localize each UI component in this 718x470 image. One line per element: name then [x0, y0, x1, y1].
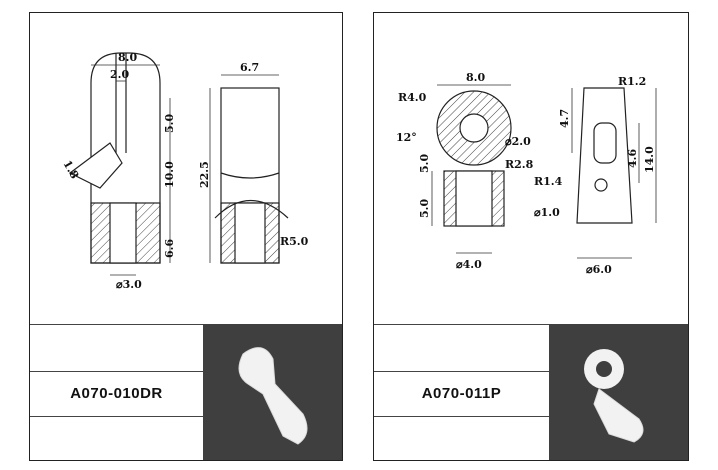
- product-photo: [203, 324, 342, 460]
- dim-side-height: 22.5: [198, 161, 211, 188]
- dim-w-total: 8.0: [466, 71, 485, 84]
- dim-side-h-total: 14.0: [643, 146, 656, 173]
- side-view: [214, 87, 289, 264]
- technical-drawing: 8.0 R4.0 12° ⌀2.0 R2.8 5.0 5.0 ⌀4.0 R1.2…: [396, 71, 657, 276]
- technical-drawing: 8.0 2.0 1.8 5.0 10.0 6.6 ⌀3.0 6.7 22.5 R…: [60, 51, 309, 291]
- dim-h-body: 5.0: [418, 199, 431, 218]
- dim-r-inner: R2.8: [505, 158, 534, 171]
- dim-h-mid: 10.0: [163, 161, 176, 188]
- dimension-lines: [91, 64, 279, 276]
- dim-side-h2: 4.6: [626, 149, 639, 168]
- table-line: [30, 324, 342, 325]
- table-line: [30, 416, 203, 417]
- dim-dia-hole: ⌀3.0: [116, 278, 142, 291]
- dim-radius: R5.0: [280, 235, 309, 248]
- dim-gap: 1.8: [60, 158, 81, 181]
- table-line: [30, 371, 203, 372]
- dim-w-total: 8.0: [118, 51, 137, 64]
- front-view: [68, 52, 161, 264]
- table-line: [374, 324, 688, 325]
- spec-sheet-a070-010dr: 8.0 2.0 1.8 5.0 10.0 6.6 ⌀3.0 6.7 22.5 R…: [29, 12, 343, 461]
- table-line: [374, 371, 549, 372]
- dim-dia-inner: ⌀2.0: [505, 135, 531, 148]
- dim-angle: 12°: [396, 131, 417, 144]
- dim-r-outer: R4.0: [398, 91, 427, 104]
- dim-side-r: R1.2: [618, 75, 646, 88]
- side-view: [576, 87, 633, 224]
- dim-h-top: 5.0: [163, 114, 176, 133]
- dim-h-bottom: 6.6: [163, 239, 176, 258]
- dim-h-neck: 5.0: [418, 154, 431, 173]
- dim-side-width: 6.7: [240, 61, 259, 74]
- product-photo: [549, 324, 688, 460]
- table-line: [374, 416, 549, 417]
- dim-side-r2: R1.4: [534, 175, 563, 188]
- dim-side-dia: ⌀1.0: [534, 206, 560, 219]
- dim-w-slot: 2.0: [110, 68, 129, 81]
- part-code: A070-010DR: [70, 385, 163, 402]
- spec-sheet-a070-011p: 8.0 R4.0 12° ⌀2.0 R2.8 5.0 5.0 ⌀4.0 R1.2…: [373, 12, 689, 461]
- dimension-lines: [431, 84, 657, 259]
- front-view: [436, 90, 512, 227]
- dim-dia-bottom: ⌀4.0: [456, 258, 482, 271]
- part-code: A070-011P: [421, 385, 502, 402]
- dim-side-width: ⌀6.0: [586, 263, 612, 276]
- dim-side-h1: 4.7: [558, 109, 571, 128]
